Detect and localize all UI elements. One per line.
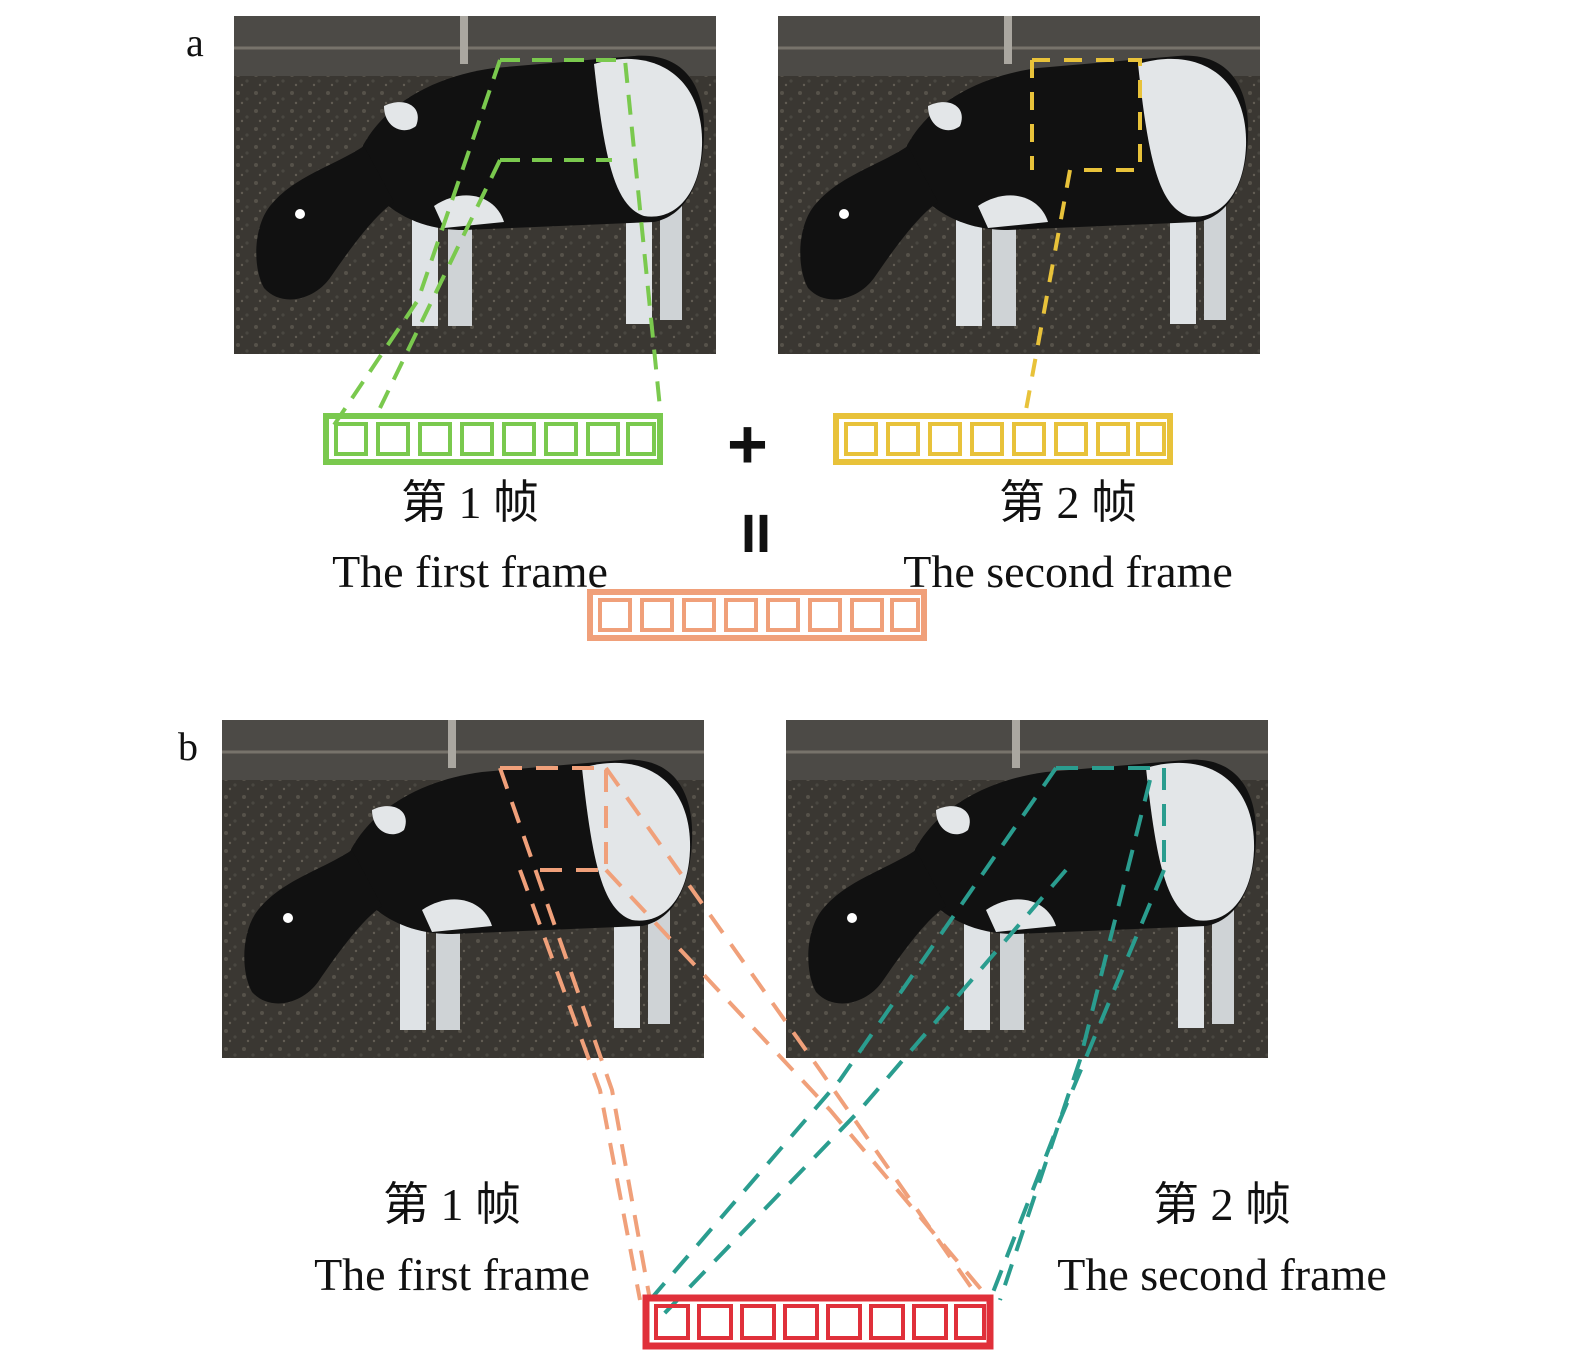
panel-a-frame2-caption-en: The second frame [903,546,1233,597]
panel-a-frame1-image [232,14,718,356]
panel-a-label: a [186,20,204,65]
panel-a-frame1-caption-cn: 第 1 帧 [401,477,539,528]
panel-a-frame2-caption-cn: 第 2 帧 [999,477,1137,528]
panel-b-fused-vector [642,1294,994,1350]
equals-symbol: II [741,504,771,564]
panel-a-fused-vector [587,589,927,641]
panel-a-frame2-image [776,14,1262,356]
plus-symbol: + [727,405,768,483]
panel-b-frame1-image [220,718,706,1060]
panel-b-frame2-region [648,766,1166,1320]
panel-a-frame1-region [330,58,662,430]
panel-b-frame2-image [784,718,1270,1060]
panel-a-frame1-vector [323,413,663,465]
panel-b-frame1-caption-en: The first frame [314,1249,590,1300]
panel-b: b 第 1 帧 The first frame 第 2 帧 The second… [178,718,1387,1350]
panel-b-frame1-caption-cn: 第 1 帧 [383,1179,521,1230]
panel-a-frame2-region [1024,58,1142,411]
panel-b-label: b [178,724,198,769]
panel-b-frame2-caption-en: The second frame [1057,1249,1387,1300]
panel-a-frame2-vector [833,413,1173,465]
panel-a: a + [186,14,1262,641]
panel-a-frame1-caption-en: The first frame [332,546,608,597]
panel-b-frame2-caption-cn: 第 2 帧 [1153,1179,1291,1230]
panel-b-frame1-region [498,766,992,1302]
